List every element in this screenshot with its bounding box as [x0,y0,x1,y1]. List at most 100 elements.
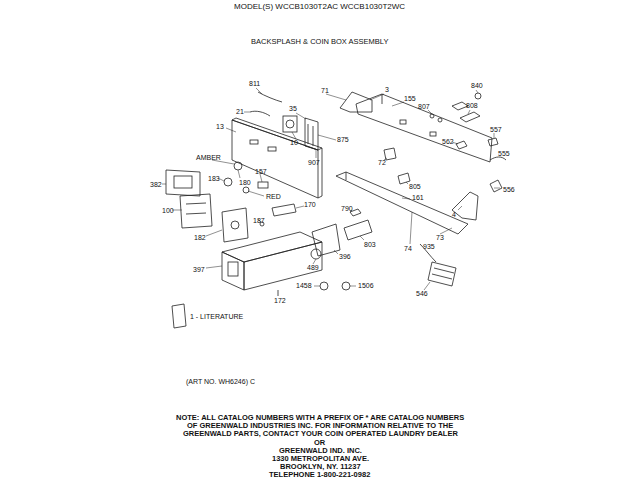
callout-number: 805 [409,183,421,191]
knob [320,282,328,290]
callout-number: AMBER [196,154,221,162]
switch [283,116,297,132]
callout-number: 71 [321,87,329,95]
callout-number: 73 [436,234,444,242]
bottom-trim [336,172,468,234]
lock [231,221,239,229]
detail [313,126,314,146]
wire-harness [428,262,456,286]
callout-number: 155 [404,95,416,103]
callout-number: 807 [418,103,430,111]
callout-number: 1458 [296,282,312,290]
lamp [234,162,242,170]
callout-number: 10 [290,139,298,147]
end-cap [340,92,372,112]
note-text: OR [314,439,325,447]
wire [250,111,270,116]
clip [488,138,498,146]
callout-number: 556 [503,186,515,194]
callout-number: 4 [452,211,456,219]
switch-knob [286,120,294,128]
callout-number: 555 [498,150,510,158]
note-text: BROOKLYN, NY. 11237 [280,463,361,471]
callout-number: 546 [416,290,428,298]
plate [166,170,200,196]
detail [346,172,347,180]
callout-number: 72 [378,159,386,167]
panel-edge [322,148,323,196]
callout-number: 396 [339,253,351,261]
assembly-heading: BACKSPLASH & COIN BOX ASSEMBLY [251,38,388,46]
panel-hole [430,132,436,136]
panel-slot [250,140,258,144]
note-text: TELEPHONE 1-800-221-0982 [269,471,370,479]
callout-number: 382 [150,181,162,189]
strip [272,204,296,216]
wire [490,157,506,160]
lamp [258,182,268,188]
callout-number: 170 [304,201,316,209]
callout-number: 180 [239,179,251,187]
note-text: 1330 METROPOLITAN AVE. [272,455,369,463]
note-text: OF GREENWALD INDUSTRIES INC. FOR INFORMA… [187,422,453,430]
callout-number: 183 [208,175,220,183]
coin-slide [180,194,212,228]
callout-number: 397 [193,266,205,274]
plate-window [174,176,192,188]
nut [311,249,321,259]
model-title: MODEL(S) WCCB1030T2AC WCCB1030T2WC [234,2,405,11]
chute [312,224,340,256]
bracket [344,220,372,240]
bracket [222,208,248,242]
note-text: NOTE: ALL CATALOG NUMBERS WITH A PREFIX … [176,414,464,422]
callout-number: 840 [471,82,483,90]
wire [420,244,436,262]
callout-number: 172 [274,297,286,305]
coin-box-front [222,252,244,290]
bracket [460,112,480,122]
clip [490,180,502,192]
detail [186,203,206,204]
callout-number: 161 [412,194,424,202]
lamp [224,178,232,186]
callout-number: 935 [423,243,435,251]
timer-block [305,118,318,150]
rear-panel [356,94,492,162]
callout-number: 35 [289,105,297,113]
clip [456,141,467,149]
detail [432,274,452,279]
bracket [452,102,468,110]
callout-number: 182 [194,234,206,242]
plug [475,93,481,99]
art-number: (ART NO. WH6246) C [186,378,255,386]
screw [278,290,279,296]
callout-number: 21 [236,108,244,116]
knob [342,282,350,290]
end-cap [452,192,478,220]
callout-number: 1506 [358,282,374,290]
callout-number: RED [266,193,281,201]
callout-number: 803 [364,241,376,249]
literature-label: 1 - LITERATURE [190,313,243,321]
callout-number: 790 [341,205,353,213]
callout-number: 489 [307,264,319,272]
note-text: GREENWALD IND. INC. [279,447,362,455]
coin-box-side [244,242,322,290]
callout-number: 562 [442,138,454,146]
panel-slot [268,147,276,151]
leader-lines [162,88,500,290]
coin-box-top [222,232,322,262]
callout-number: 907 [308,159,320,167]
detail [308,124,309,144]
callout-number: 100 [162,207,174,215]
callout-number: 187 [253,217,265,225]
note-text: GREENWALD PARTS, CONTACT YOUR COIN OPERA… [183,430,458,438]
callout-number: 157 [255,168,267,176]
lamp [243,187,249,193]
bracket [384,148,396,160]
panel-top-edge [232,118,322,150]
panel-edge [318,196,322,198]
callout-number: 3 [385,86,389,94]
callout-number: 811 [249,80,260,88]
